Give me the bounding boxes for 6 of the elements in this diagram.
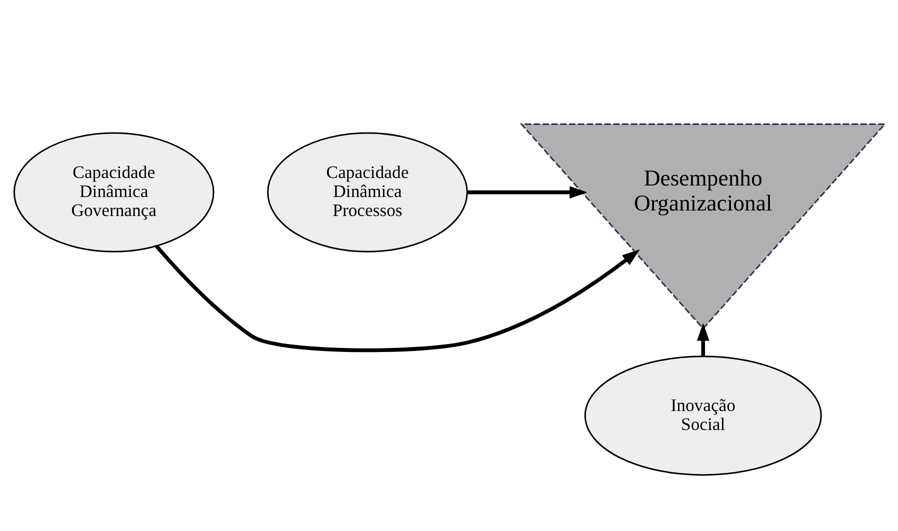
node-ellipse: Inovação Social [584, 356, 822, 476]
node-ellipse: Capacidade Dinâmica Governança [12, 132, 214, 252]
arrow [466, 186, 587, 199]
arrow [696, 323, 709, 356]
node-ellipse: Capacidade Dinâmica Processos [266, 132, 468, 252]
arrow [154, 244, 640, 352]
